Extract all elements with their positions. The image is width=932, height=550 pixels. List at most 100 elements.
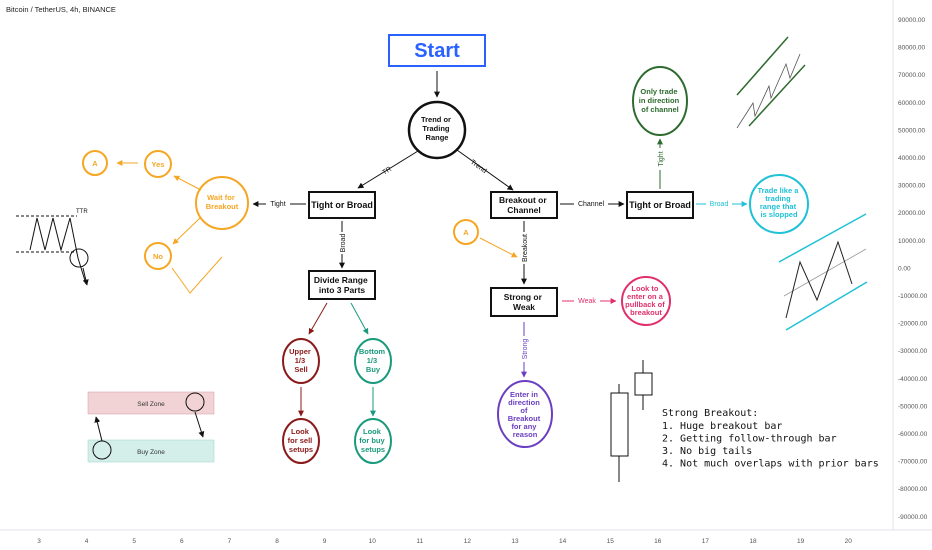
pullback-node [621,276,671,326]
upper-sell-node [282,338,320,384]
trade-like-range-node [749,174,809,234]
start-box [388,34,486,67]
only-trade-node [632,66,688,136]
trend-label: Trend [469,159,488,175]
a-left-text: A [92,159,98,168]
tight-right-label: Tight [658,151,665,166]
y-tick-label: -50000.00 [898,403,928,410]
a-right-node [453,219,479,245]
divide-range-box [308,270,376,300]
strong-breakout-title: Strong Breakout: [662,408,758,419]
strong-or-weak-box [490,287,558,317]
broad-left-label-bg [336,232,348,254]
wait-for-breakout-node [195,176,249,230]
arrow-trend [456,149,514,191]
no-text: No [153,252,163,261]
broad-channel-zigzag [785,240,853,319]
tight-left-label-bg [266,198,290,209]
sell-zone-circle [185,392,205,412]
y-tick-label: -30000.00 [898,348,928,355]
arrow-wait-to-yes [173,175,202,191]
y-tick-label: -90000.00 [898,514,928,521]
arrow-divide-to-upper [308,302,328,335]
strong-breakout-item: 4. Not much overlaps with prior bars [662,459,879,470]
tight-left-label: Tight [270,201,285,208]
a-right-text: A [463,228,469,237]
broad-right-label: Broad [710,201,729,208]
broad-right-label-bg [706,198,732,209]
no-node [144,242,172,270]
x-tick-label: 18 [749,538,757,545]
trade-like-range-text: Trade like a trading range that is slopp… [758,186,801,219]
x-tick-label: 19 [797,538,805,545]
arrow-tr [357,150,419,189]
y-tick-label: -10000.00 [898,293,928,300]
breakout-label-bg [518,232,530,264]
buy-zone-band [87,439,215,463]
bottom-buy-text: Bottom 1/3 Buy [359,347,387,374]
wait-for-breakout-text: Wait for Breakout [206,193,239,211]
ttr-label: TTR [76,209,88,215]
enter-direction-node [497,380,553,448]
x-tick-label: 12 [464,538,472,545]
buy-zone-arrow [94,416,103,442]
y-tick-label: 0.00 [898,265,911,272]
strong-label-bg [518,336,530,362]
tight-channel-upper-line [736,36,789,96]
y-tick-label: 50000.00 [898,127,925,134]
arrow-wait-to-no [172,216,202,245]
ttr-zigzag [29,217,87,285]
y-tick-label: -20000.00 [898,321,928,328]
yes-node [144,150,172,178]
ttr-breakout-arrow [82,267,89,286]
arrow-a-to-breakout [479,237,518,258]
x-tick-label: 5 [132,538,136,545]
no-v-path [171,256,223,294]
tight-channel-lower-line [748,64,806,127]
look-buy-text: Look for buy setups [359,427,387,454]
x-tick-label: 9 [323,538,327,545]
bottom-buy-node [354,338,392,384]
x-tick-label: 17 [702,538,710,545]
tight-or-broad-right-box [626,191,694,219]
chart-header-title: Bitcoin / TetherUS, 4h, BINANCE [6,5,116,14]
y-tick-label: -70000.00 [898,459,928,466]
buy-zone-label: Buy Zone [137,449,165,456]
tight-right-label-bg [654,148,666,170]
channel-label: Channel [578,201,605,208]
tight-or-broad-left-text: Tight or Broad [311,200,373,210]
a-left-node [82,150,108,176]
x-tick-label: 15 [607,538,615,545]
x-tick-label: 8 [275,538,279,545]
channel-label-bg [574,198,608,209]
x-tick-label: 6 [180,538,184,545]
pullback-text: Look to enter on a pullback of breakout [625,284,667,317]
strong-or-weak-text: Strong or Weak [504,292,545,312]
strong-breakout-item: 3. No big tails [662,446,752,457]
x-tick-label: 14 [559,538,567,545]
look-sell-text: Look for sell setups [288,427,315,454]
y-tick-label: 80000.00 [898,45,925,52]
y-tick-label: 10000.00 [898,238,925,245]
weak-label: Weak [578,298,596,305]
x-tick-label: 7 [228,538,232,545]
tight-channel-zigzag [736,53,801,129]
x-tick-label: 16 [654,538,662,545]
y-tick-label: -40000.00 [898,376,928,383]
divide-range-text: Divide Range into 3 Parts [314,275,370,295]
breakout-or-channel-box [490,191,558,219]
y-tick-label: 60000.00 [898,100,925,107]
y-tick-label: 30000.00 [898,183,925,190]
tight-or-broad-right-text: Tight or Broad [629,200,691,210]
sell-zone-label: Sell Zone [137,401,165,408]
arrow-divide-to-bottom [350,302,369,335]
strong-breakout-item: 1. Huge breakout bar [662,421,782,432]
sell-zone-arrow [194,411,205,438]
trend-or-range-text: Trend or Trading Range [421,115,453,142]
sell-zone-band [87,391,215,415]
y-tick-label: -80000.00 [898,486,928,493]
broad-channel-mid-line [783,248,867,297]
y-tick-label: 70000.00 [898,72,925,79]
